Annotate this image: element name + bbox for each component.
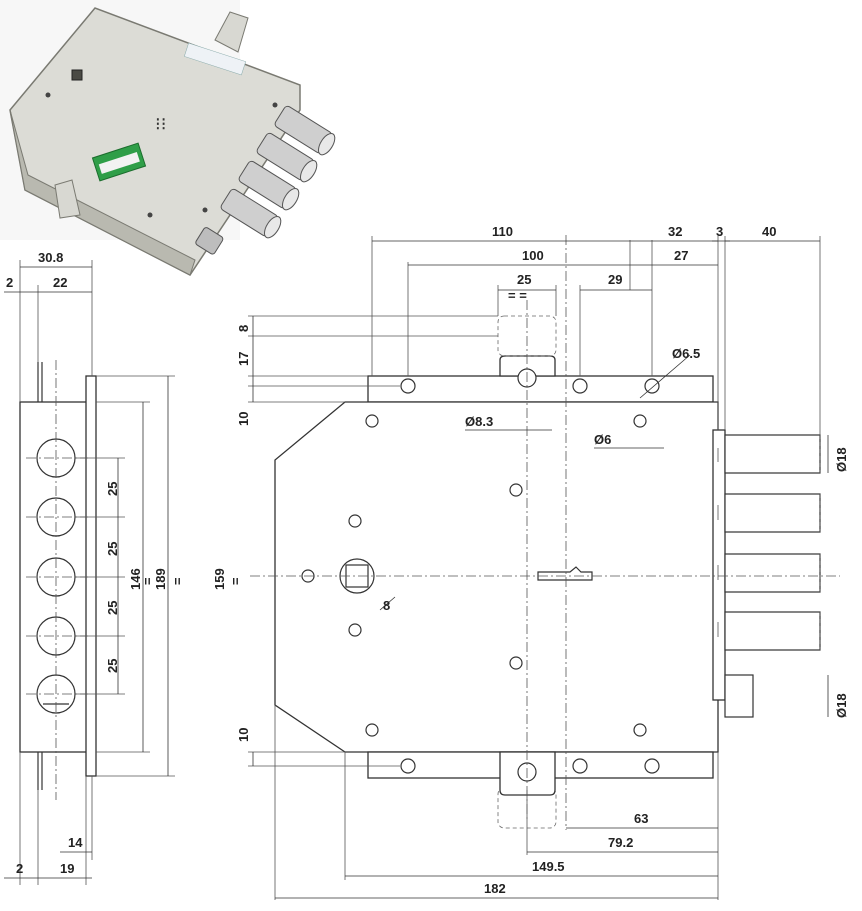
pitch-4: 25 bbox=[105, 659, 120, 673]
dia-18-bolt: Ø18 bbox=[834, 447, 849, 472]
dim-146: 146 bbox=[128, 568, 143, 590]
dim-19: 19 bbox=[60, 861, 74, 876]
dim-110: 110 bbox=[492, 224, 513, 239]
square-8: 8 bbox=[383, 598, 390, 613]
svg-text:=: = bbox=[140, 577, 155, 585]
dim-27: 27 bbox=[674, 248, 688, 263]
svg-text:⁝⁝: ⁝⁝ bbox=[155, 114, 166, 134]
pitch-1: 25 bbox=[105, 482, 120, 496]
dim-22: 22 bbox=[53, 275, 67, 290]
dim-100: 100 bbox=[522, 248, 544, 263]
dim-149-5: 149.5 bbox=[532, 859, 565, 874]
dim-25: 25 bbox=[517, 272, 531, 287]
photo-bolts bbox=[195, 105, 336, 255]
dim-8-left: 8 bbox=[236, 325, 251, 332]
dim-63: 63 bbox=[634, 811, 648, 826]
dim-17: 17 bbox=[236, 352, 251, 366]
front-view: 110 100 25 = = 29 32 27 3 40 8 17 10 159… bbox=[212, 224, 849, 900]
dim-189: 189 bbox=[153, 568, 168, 590]
dim-79-2: 79.2 bbox=[608, 835, 633, 850]
svg-text:= =: = = bbox=[508, 288, 527, 303]
side-view: 30.8 2 22 25 25 25 25 146 189 = = 14 bbox=[4, 250, 185, 885]
dim-14: 14 bbox=[68, 835, 83, 850]
dim-182: 182 bbox=[484, 881, 506, 896]
dia-6-5: Ø6.5 bbox=[672, 346, 700, 361]
dim-10-top: 10 bbox=[236, 412, 251, 426]
dim-40: 40 bbox=[762, 224, 776, 239]
dim-29: 29 bbox=[608, 272, 622, 287]
dim-10-bottom: 10 bbox=[236, 728, 251, 742]
front-bolts bbox=[717, 434, 821, 718]
svg-text:=: = bbox=[170, 577, 185, 585]
pitch-3: 25 bbox=[105, 601, 120, 615]
pitch-2: 25 bbox=[105, 542, 120, 556]
dia-8-3: Ø8.3 bbox=[465, 414, 493, 429]
dia-6: Ø6 bbox=[594, 432, 611, 447]
lock-photo: ⁝⁝ bbox=[0, 0, 336, 276]
dim-32: 32 bbox=[668, 224, 682, 239]
dia-18-latch: Ø18 bbox=[834, 693, 849, 718]
dim-2-top: 2 bbox=[6, 275, 13, 290]
dim-159: 159 bbox=[212, 568, 227, 590]
svg-text:=: = bbox=[228, 577, 243, 585]
dim-3: 3 bbox=[716, 224, 723, 239]
dim-30-8: 30.8 bbox=[38, 250, 63, 265]
dim-2-bottom: 2 bbox=[16, 861, 23, 876]
